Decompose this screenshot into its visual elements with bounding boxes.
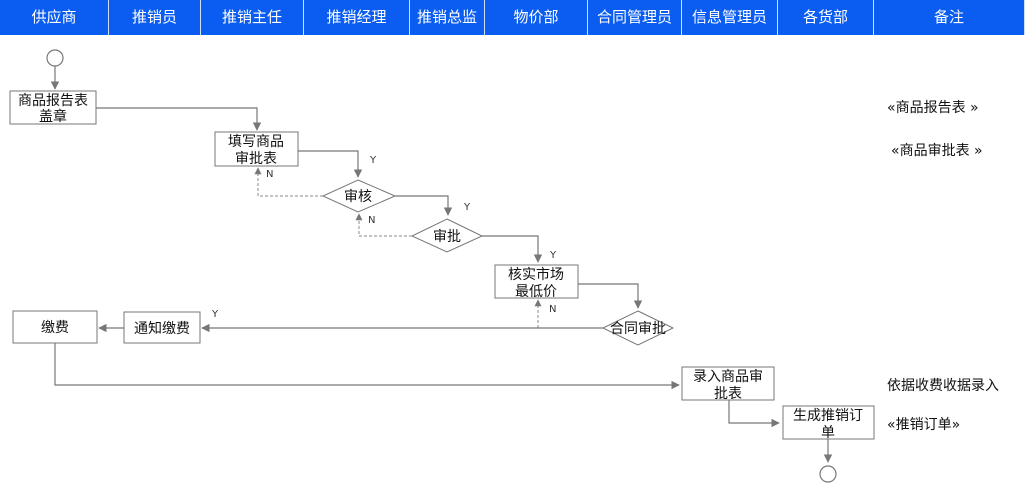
lane-header-contract-admin: 合同管理员: [588, 0, 682, 35]
node-enter-approval-form: 录入商品审 批表: [681, 366, 775, 402]
label-no-3: N: [549, 304, 556, 315]
edge-fill-to-review: [298, 150, 363, 178]
start-node: [46, 49, 64, 67]
node-verify-line2: 最低价: [515, 284, 557, 300]
lane-header-supplier: 供应商: [0, 0, 109, 35]
node-generate-order: 生成推销订 单: [782, 405, 875, 441]
lane-header-sales-supervisor: 推销主任: [201, 0, 304, 35]
node-product-report-line1: 商品报告表: [18, 93, 88, 109]
node-payment-label: 缴费: [41, 320, 69, 336]
edge-report-to-fill: [96, 107, 262, 131]
lane-header-pricing-dept: 物价部: [485, 0, 588, 35]
label-no-2: N: [368, 215, 375, 226]
node-entry-line1: 录入商品审: [693, 369, 763, 385]
label-yes-2: Y: [463, 202, 471, 213]
note-product-report: «商品报告表 »: [887, 100, 979, 116]
lane-header-info-admin: 信息管理员: [682, 0, 778, 35]
node-contract-approve-decision: 合同审批: [601, 310, 675, 346]
label-no-1: N: [266, 169, 273, 180]
lane-header-goods-dept: 各货部: [778, 0, 874, 35]
end-node: [819, 465, 837, 483]
node-product-report: 商品报告表 盖章: [9, 90, 97, 125]
node-approve-decision: 审批: [410, 218, 484, 253]
node-fill-line2: 审批表: [235, 151, 277, 167]
lane-header-sales-director: 推销总监: [410, 0, 485, 35]
note-sales-order: «推销订单»: [887, 417, 960, 433]
lane-header-salesman: 推销员: [109, 0, 201, 35]
label-yes-1: Y: [369, 155, 377, 166]
edge-review-to-approve: [395, 195, 453, 216]
node-entry-line2: 批表: [714, 386, 742, 402]
node-fill-approval-form: 填写商品 审批表: [214, 131, 299, 167]
node-review-decision: 审核: [321, 179, 397, 213]
node-verify-lowest-price: 核实市场 最低价: [494, 264, 579, 300]
lane-header-remarks: 备注: [874, 0, 1025, 35]
swimlane-header: 供应商 推销员 推销主任 推销经理 推销总监 物价部 合同管理员 信息管理员 各…: [0, 0, 1025, 35]
note-entry-by-receipt: 依据收费收据录入: [887, 378, 999, 394]
node-verify-line1: 核实市场: [508, 266, 564, 283]
node-payment: 缴费: [12, 310, 98, 344]
edge-review-reject: [254, 167, 323, 197]
node-notify-payment-label: 通知缴费: [134, 320, 190, 337]
node-review-label: 审核: [344, 189, 372, 205]
node-fill-line1: 填写商品: [228, 134, 284, 150]
node-product-report-line2: 盖章: [39, 108, 67, 125]
edge-entry-to-generate: [728, 400, 780, 428]
label-yes-3: Y: [549, 250, 557, 261]
node-notify-payment: 通知缴费: [123, 311, 201, 344]
edge-contract-reject: [534, 299, 603, 329]
node-contract-approve-label: 合同审批: [610, 321, 666, 337]
node-generate-line1: 生成推销订: [793, 408, 863, 424]
note-approval-form: «商品审批表 »: [891, 143, 983, 159]
node-approve-label: 审批: [433, 229, 461, 245]
node-generate-line2: 单: [821, 425, 835, 441]
lane-header-sales-manager: 推销经理: [304, 0, 410, 35]
edge-pay-to-entry: [54, 343, 680, 390]
label-yes-4: Y: [211, 309, 219, 320]
edge-approve-to-verify: [482, 235, 543, 263]
edge-verify-to-contract: [578, 283, 643, 309]
edge-approve-reject: [355, 213, 412, 237]
